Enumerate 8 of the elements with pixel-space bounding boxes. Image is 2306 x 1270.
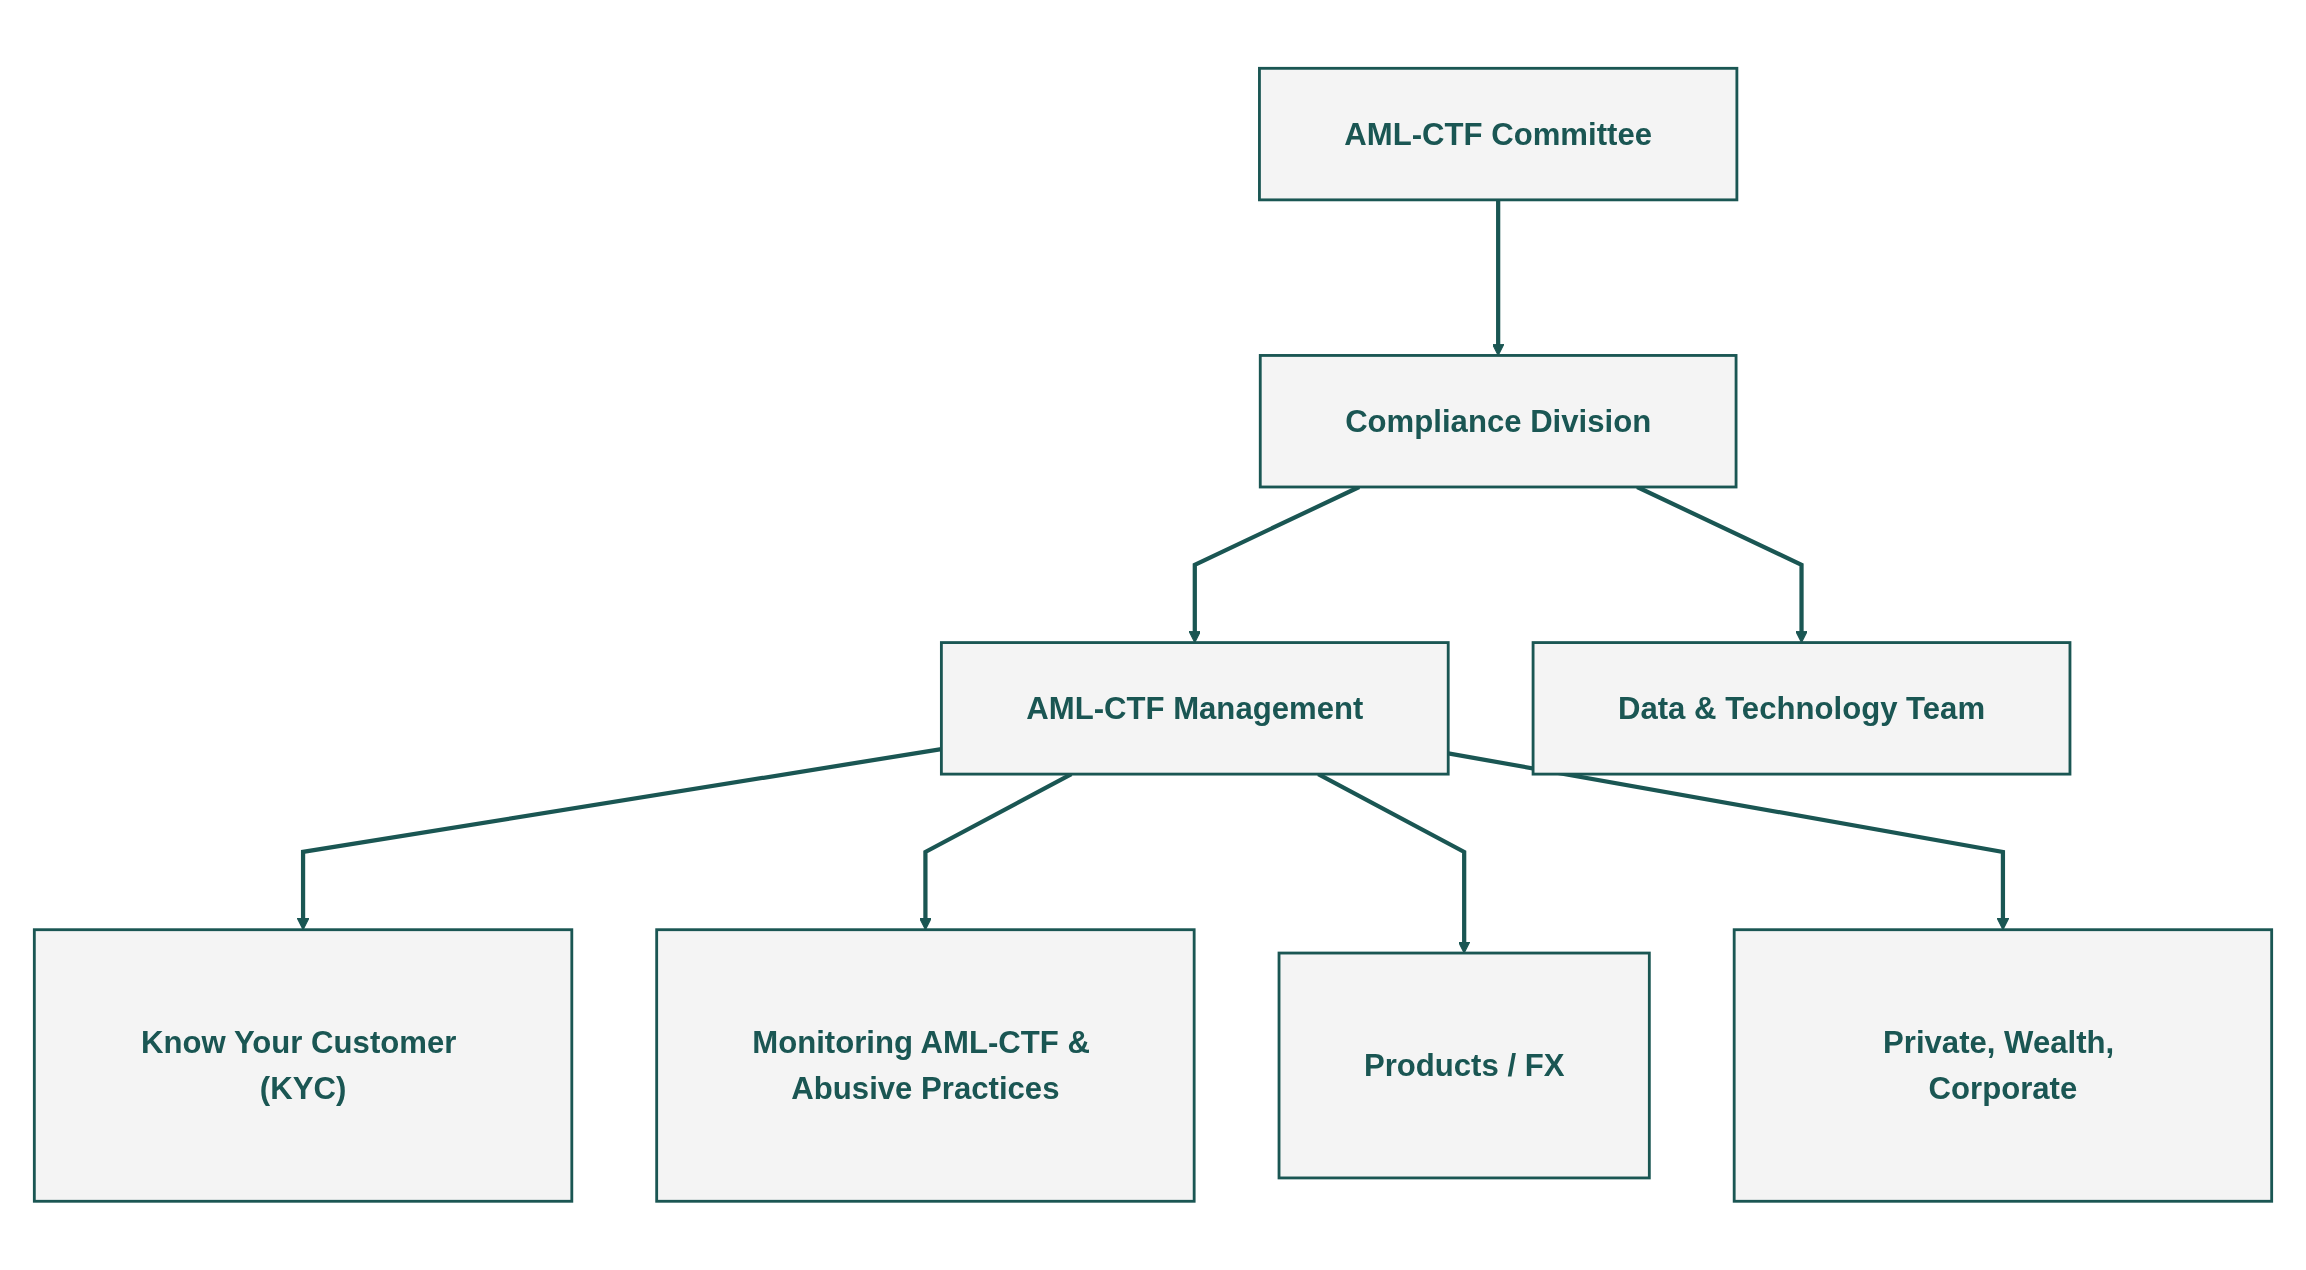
node-box: Compliance Division <box>1258 354 1738 489</box>
node-box: Know Your Customer (KYC) <box>32 928 574 1203</box>
node-box: AML-CTF Committee <box>1258 67 1739 202</box>
node-box: Products / FX <box>1277 951 1651 1180</box>
node-box: Data & Technology Team <box>1531 641 2072 776</box>
node-box: AML-CTF Management <box>939 641 1450 776</box>
node-box: Monitoring AML-CTF & Abusive Practices <box>655 928 1196 1203</box>
node-box: Private, Wealth, Corporate <box>1732 928 2274 1203</box>
